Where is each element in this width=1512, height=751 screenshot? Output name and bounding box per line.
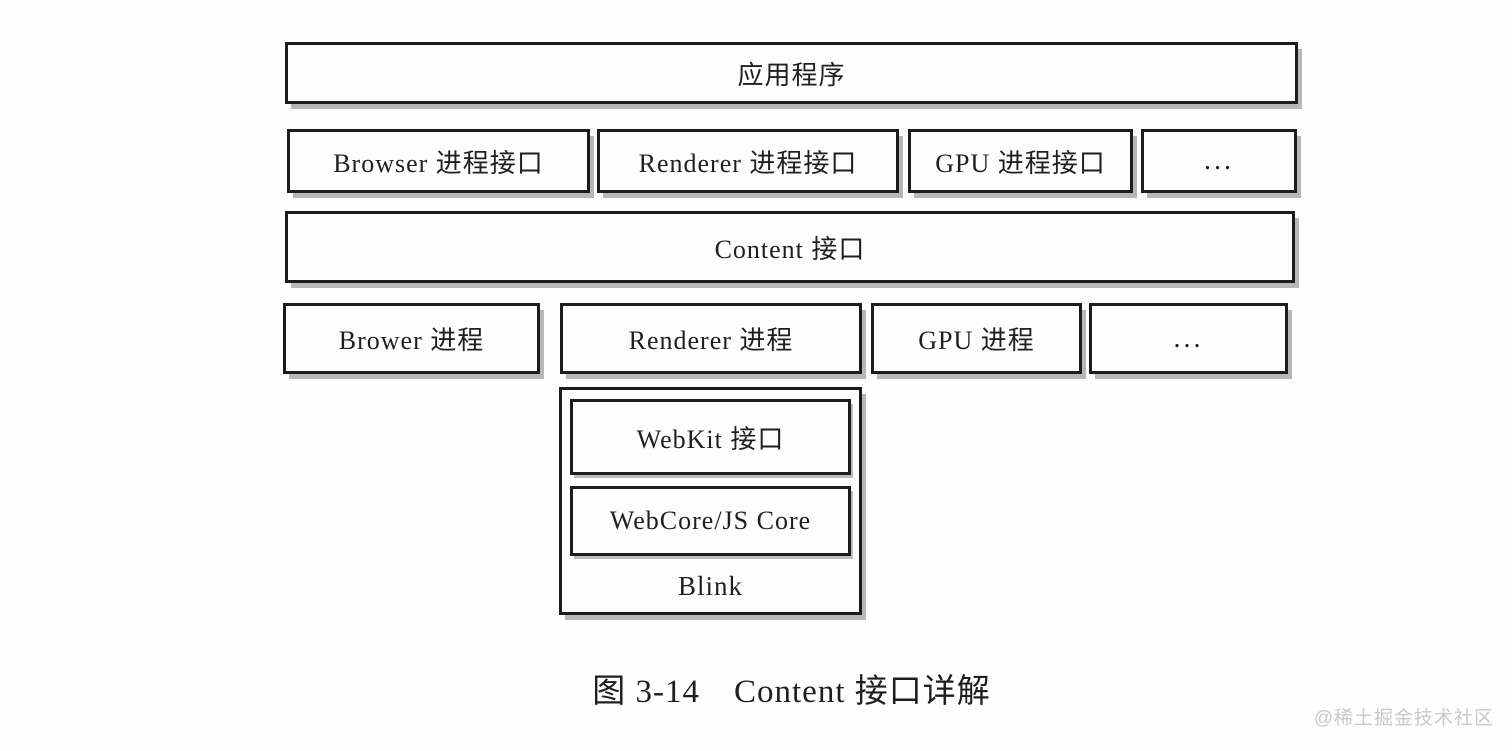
box-application-layer: 应用程序 [285, 42, 1298, 104]
blink-label: Blink [677, 571, 743, 601]
figure-caption: 图 3-14 Content 接口详解 [285, 664, 1298, 712]
box-renderer-process-api: Renderer 进程接口 [597, 129, 899, 193]
content-api-layer-label: Content 接口 [714, 234, 866, 264]
box-more-process: ... [1089, 303, 1288, 374]
figure-number: 图 3-14 [592, 674, 700, 710]
application-layer-label: 应用程序 [737, 60, 846, 90]
box-webcore-jscore: WebCore/JS Core [570, 486, 851, 556]
more-process-label: ... [1173, 322, 1204, 354]
renderer-process-api-label: Renderer 进程接口 [638, 148, 858, 178]
box-webkit-api: WebKit 接口 [570, 399, 851, 475]
box-more-process-api: ... [1141, 129, 1297, 193]
gpu-process-api-label: GPU 进程接口 [935, 148, 1106, 178]
webkit-api-label: WebKit 接口 [636, 424, 785, 454]
browser-process-label: Brower 进程 [338, 326, 485, 355]
watermark-text: @稀土掘金技术社区 [1313, 708, 1494, 729]
box-browser-process: Brower 进程 [283, 303, 540, 374]
box-gpu-process-api: GPU 进程接口 [908, 129, 1133, 193]
box-browser-process-api: Browser 进程接口 [287, 129, 590, 193]
box-gpu-process: GPU 进程 [871, 303, 1082, 374]
box-blink-stack: WebKit 接口 WebCore/JS Core Blink [559, 387, 862, 615]
figure-title: Content 接口详解 [734, 674, 991, 710]
renderer-process-label: Renderer 进程 [628, 326, 794, 355]
webcore-jscore-label: WebCore/JS Core [609, 506, 812, 535]
more-process-api-label: ... [1204, 145, 1234, 176]
gpu-process-label: GPU 进程 [918, 326, 1035, 355]
box-renderer-process: Renderer 进程 [560, 303, 862, 374]
box-content-api-layer: Content 接口 [285, 211, 1295, 283]
browser-process-api-label: Browser 进程接口 [333, 148, 544, 178]
